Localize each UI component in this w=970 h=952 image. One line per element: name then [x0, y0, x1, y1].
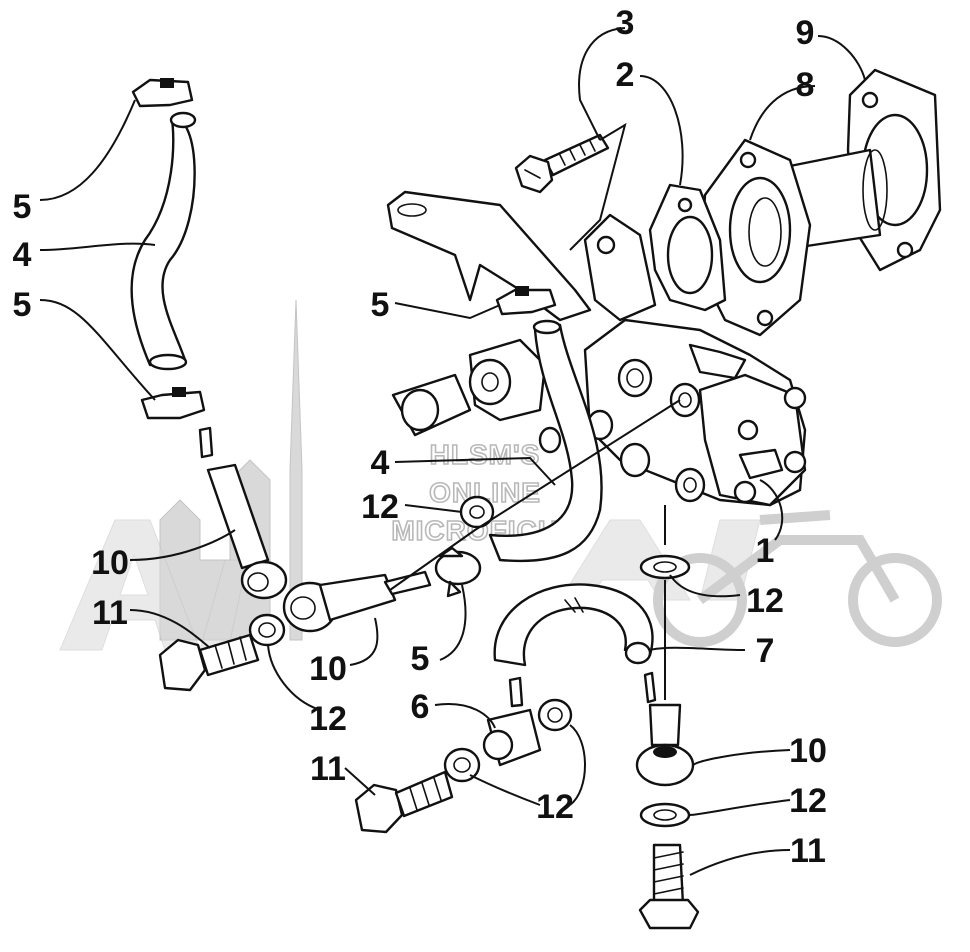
part-2-gasket: [648, 183, 727, 312]
callout-12-right-bottom: 12: [789, 782, 827, 820]
callout-6: 6: [411, 688, 430, 726]
callout-5-lower: 5: [411, 640, 430, 678]
part-10-banjo-left-vertical: [198, 426, 288, 600]
callout-3: 3: [616, 4, 635, 42]
part-12-washer-left: [248, 613, 286, 647]
part-11-bolt-left: [158, 633, 260, 692]
callout-4-left: 4: [13, 236, 32, 274]
callout-2: 2: [616, 56, 635, 94]
part-7-hose: [493, 583, 654, 667]
callout-11-right: 11: [790, 832, 826, 870]
callout-9: 9: [796, 14, 815, 52]
callout-11-left: 11: [92, 594, 128, 632]
part-5-clamp-lower: [434, 546, 482, 598]
callout-4-center: 4: [371, 444, 390, 482]
part-4-hose-upper: [130, 111, 197, 371]
callout-8: 8: [796, 66, 815, 104]
part-10-banjo-left-horizontal: [282, 570, 432, 633]
part-4-hose-center: [488, 319, 603, 563]
callout-1: 1: [756, 532, 775, 570]
part-12-washer-right-bottom: [639, 802, 691, 828]
callout-5-left: 5: [13, 286, 32, 324]
part-12-washer-bottom-a: [443, 747, 481, 783]
watermark-line-1: HLSM'S: [430, 439, 541, 470]
leader-lines: [39, 27, 866, 876]
part-6-banjo-elbow: [482, 676, 542, 767]
callout-10-right: 10: [789, 732, 827, 770]
callout-12-bottom: 12: [536, 788, 574, 826]
pump-bracket: [386, 190, 657, 322]
part-5-clamp-bottom-left: [140, 387, 206, 420]
callout-12-right-top: 12: [746, 582, 784, 620]
watermark-motorcycle: [653, 510, 942, 647]
callout-12-center: 12: [361, 488, 399, 526]
callout-12-left: 12: [309, 700, 347, 738]
callout-7: 7: [756, 632, 775, 670]
callout-5-top-left: 5: [13, 188, 32, 226]
part-9-flange-tube: [768, 68, 942, 272]
part-1-oil-pump: [391, 318, 807, 507]
part-12-washer-right-top: [639, 554, 691, 580]
part-11-bolt-right: [638, 843, 700, 930]
part-5-clamp-top-left: [131, 78, 194, 108]
callout-10-center: 10: [309, 650, 347, 688]
callout-10-left: 10: [91, 544, 129, 582]
callout-5-center: 5: [371, 286, 390, 324]
callout-labels: 3 9 2 8 5 4 5 5 4 12 1 10 12 11 10 5 7 1…: [13, 4, 827, 870]
watermark-spire: [289, 299, 303, 641]
part-12-washer-bottom-b: [537, 698, 573, 732]
part-5-clamp-center: [495, 286, 557, 316]
callout-11-bottom: 11: [310, 750, 346, 788]
part-11-bolt-bottom: [354, 770, 454, 834]
part-3-bolt: [514, 133, 610, 194]
